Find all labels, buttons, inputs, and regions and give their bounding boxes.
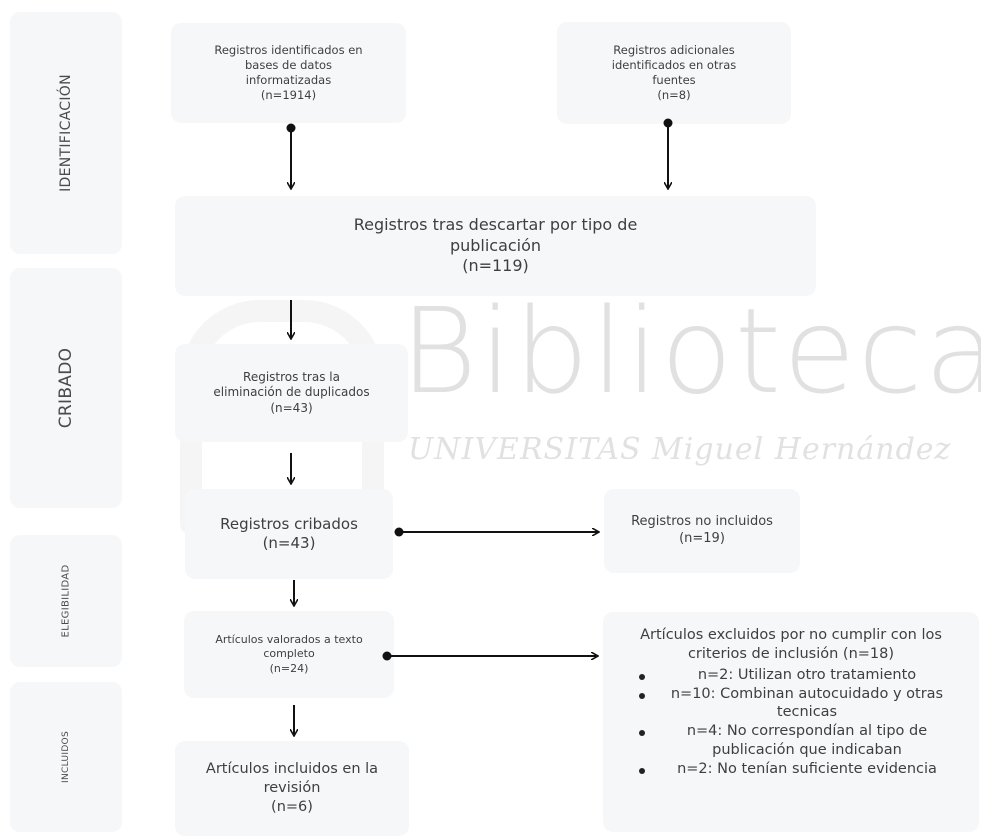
box-registros-otras-fuentes: Registros adicionales identificados en o… (557, 22, 791, 124)
box-count: (n=43) (262, 534, 316, 552)
box-articulos-excluidos: Artículos excluidos por no cumplir con l… (603, 612, 979, 832)
exclusion-item: n=10: Combinan autocuidado y otras tecni… (613, 685, 969, 723)
box-registros-no-incluidos: Registros no incluidos (n=19) (604, 489, 800, 573)
box-count: (n=6) (271, 798, 313, 815)
arrow-cribados-to-no-incluidos (394, 527, 599, 537)
box-line: Registros cribados (220, 514, 358, 533)
box-registros-bases-datos: Registros identificados en bases de dato… (171, 23, 406, 123)
box-line: bases de datos (245, 58, 332, 73)
stage-elegibilidad: ELEGIBILIDAD (10, 535, 122, 667)
arrow-bases-to-tipo (286, 123, 296, 189)
arrow-texto-to-excluidos (382, 651, 598, 661)
box-count: (n=19) (679, 531, 725, 546)
box-line: Registros tras la (243, 369, 340, 384)
box-line: criterios de inclusión (n=18) (687, 645, 895, 662)
exclusion-item: n=2: Utilizan otro tratamiento (613, 666, 969, 685)
box-count: (n=8) (657, 87, 691, 102)
box-texto-completo: Artículos valorados a texto completo (n=… (184, 611, 394, 698)
box-line: Artículos excluidos por no cumplir con l… (640, 627, 942, 643)
box-count: (n=43) (270, 400, 313, 415)
box-line: Registros tras descartar por tipo de (353, 214, 638, 234)
stage-cribado: CRIBADO (10, 268, 122, 508)
box-count: (n=24) (269, 661, 309, 675)
box-line: identificados en otras (611, 58, 737, 73)
exclusion-list: n=2: Utilizan otro tratamiento n=10: Com… (613, 666, 969, 779)
box-tipo-publicacion: Registros tras descartar por tipo de pub… (175, 196, 816, 296)
box-line: eliminación de duplicados (213, 385, 370, 400)
box-line: Artículos incluidos en la (205, 761, 379, 778)
box-line: fuentes (652, 73, 696, 87)
box-line: Artículos valorados a texto (215, 633, 363, 647)
box-articulos-incluidos: Artículos incluidos en la revisión (n=6) (175, 741, 409, 836)
exclusion-item: n=2: No tenían suficiente evidencia (613, 760, 969, 779)
box-line: completo (263, 647, 315, 661)
box-eliminacion-duplicados: Registros tras la eliminación de duplica… (175, 344, 408, 442)
exclusion-item: n=4: No correspondían al tipo de publica… (613, 722, 969, 760)
box-line: revisión (263, 780, 321, 797)
box-count: (n=119) (462, 256, 529, 276)
arrow-otras-to-tipo (663, 118, 673, 189)
box-count: (n=1914) (260, 87, 317, 102)
box-line: Registros no incluidos (631, 514, 773, 530)
box-line: Registros adicionales (613, 43, 735, 58)
stage-identificacion: IDENTIFICACIÓN (10, 12, 122, 254)
box-registros-cribados: Registros cribados (n=43) (185, 489, 393, 579)
box-line: informatizadas (245, 73, 332, 87)
box-line: Registros identificados en (214, 43, 363, 58)
stage-incluidos: INCLUIDOS (10, 682, 122, 832)
box-line: publicación (449, 235, 542, 255)
